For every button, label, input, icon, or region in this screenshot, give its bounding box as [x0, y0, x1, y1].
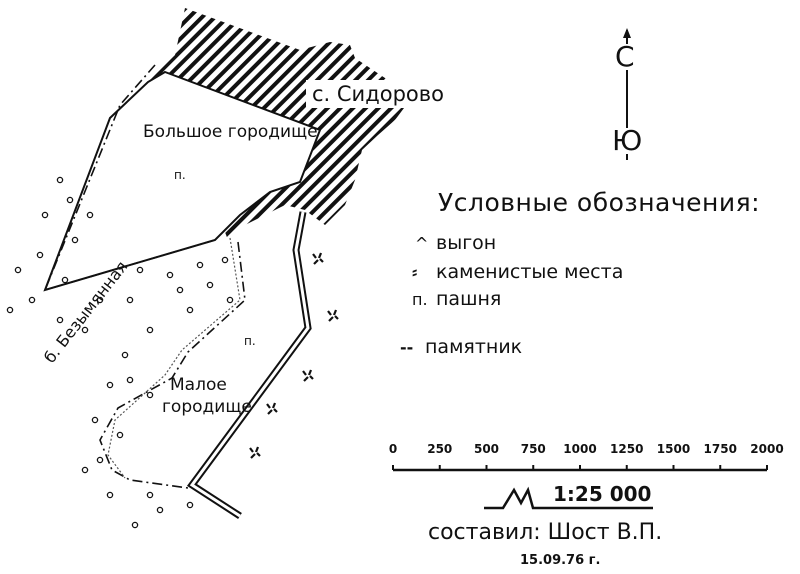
circle-mark: [86, 211, 94, 219]
circle-mark: [81, 466, 89, 474]
scatter-circles: [6, 176, 234, 529]
stony-places: [249, 252, 339, 459]
circle-mark: [116, 431, 124, 439]
circle-mark: [96, 456, 104, 464]
legend-item: выгон: [436, 232, 497, 254]
scale-tick-label: 1000: [563, 442, 597, 456]
circle-mark: [146, 326, 154, 334]
small-settlement-label: городище: [162, 397, 252, 417]
stones-icon: [266, 402, 278, 415]
circle-mark: [146, 491, 154, 499]
circle-mark: [6, 306, 14, 314]
small-settlement-label: Малое: [170, 375, 227, 395]
stones-icon: ⸗: [412, 262, 418, 281]
circle-mark: [56, 316, 64, 324]
circle-mark: [96, 296, 104, 304]
field-symbol: п.: [412, 290, 428, 309]
circle-mark: [196, 261, 204, 269]
compass: [612, 28, 642, 160]
scale-tick-label: 1250: [610, 442, 644, 456]
field-marker: п.: [174, 168, 186, 182]
circle-mark: [14, 266, 22, 274]
legend-item: памятник: [425, 336, 523, 358]
circle-mark: [186, 306, 194, 314]
scale-tick-label: 500: [473, 442, 500, 456]
circle-mark: [91, 416, 99, 424]
scale-tick-label: 1750: [703, 442, 737, 456]
signature-mark: [484, 486, 653, 510]
author: составил: Шост В.П.: [428, 520, 663, 545]
circle-mark: [156, 506, 164, 514]
circle-mark: [36, 251, 44, 259]
compass-north: С: [615, 40, 635, 73]
circle-mark: [106, 381, 114, 389]
big-settlement-area: [43, 70, 322, 292]
stones-icon: [302, 369, 314, 382]
circle-mark: [41, 211, 49, 219]
legend-item: пашня: [436, 288, 502, 310]
small-settlement-boundary: [99, 241, 246, 489]
scale-tick-label: 750: [520, 442, 546, 456]
circle-mark: [221, 256, 229, 264]
monument-symbol: --: [400, 338, 414, 357]
stones-icon: [249, 446, 261, 459]
circle-mark: [176, 286, 184, 294]
field-marker: п.: [244, 334, 256, 348]
date: 15.09.76 г.: [520, 553, 601, 568]
circle-mark: [121, 351, 129, 359]
circle-mark: [166, 271, 174, 279]
circle-mark: [226, 296, 234, 304]
stones-icon: [312, 252, 324, 265]
scale-bar: [392, 465, 768, 472]
scale-tick-label: 1500: [656, 442, 691, 456]
circle-mark: [106, 491, 114, 499]
circle-mark: [146, 391, 154, 399]
circle-mark: [126, 376, 134, 384]
legend-title: Условные обозначения:: [438, 188, 761, 217]
circle-mark: [28, 296, 36, 304]
circle-mark: [206, 281, 214, 289]
circle-mark: [126, 296, 134, 304]
circle-mark: [81, 326, 89, 334]
legend-item: каменистые места: [436, 261, 624, 283]
scale-tick-label: 0: [388, 442, 398, 456]
big-settlement-label: Большое городище: [143, 122, 318, 142]
circle-mark: [61, 276, 69, 284]
scale-tick-label: 250: [427, 442, 453, 456]
circle-mark: [56, 176, 64, 184]
circle-mark: [186, 501, 194, 509]
circle-mark: [136, 266, 144, 274]
scale-ratio: 1:25 000: [553, 482, 652, 506]
village-label: с. Сидорово: [306, 80, 450, 108]
scale-tick-label: 2000: [750, 442, 784, 456]
stones-icon: [327, 309, 339, 322]
circle-mark: [66, 196, 74, 204]
circle-mark: [131, 521, 139, 529]
circle-mark: [71, 236, 79, 244]
pasture-icon: ^: [415, 234, 429, 253]
compass-south: Ю: [612, 124, 643, 157]
road: [186, 211, 312, 519]
